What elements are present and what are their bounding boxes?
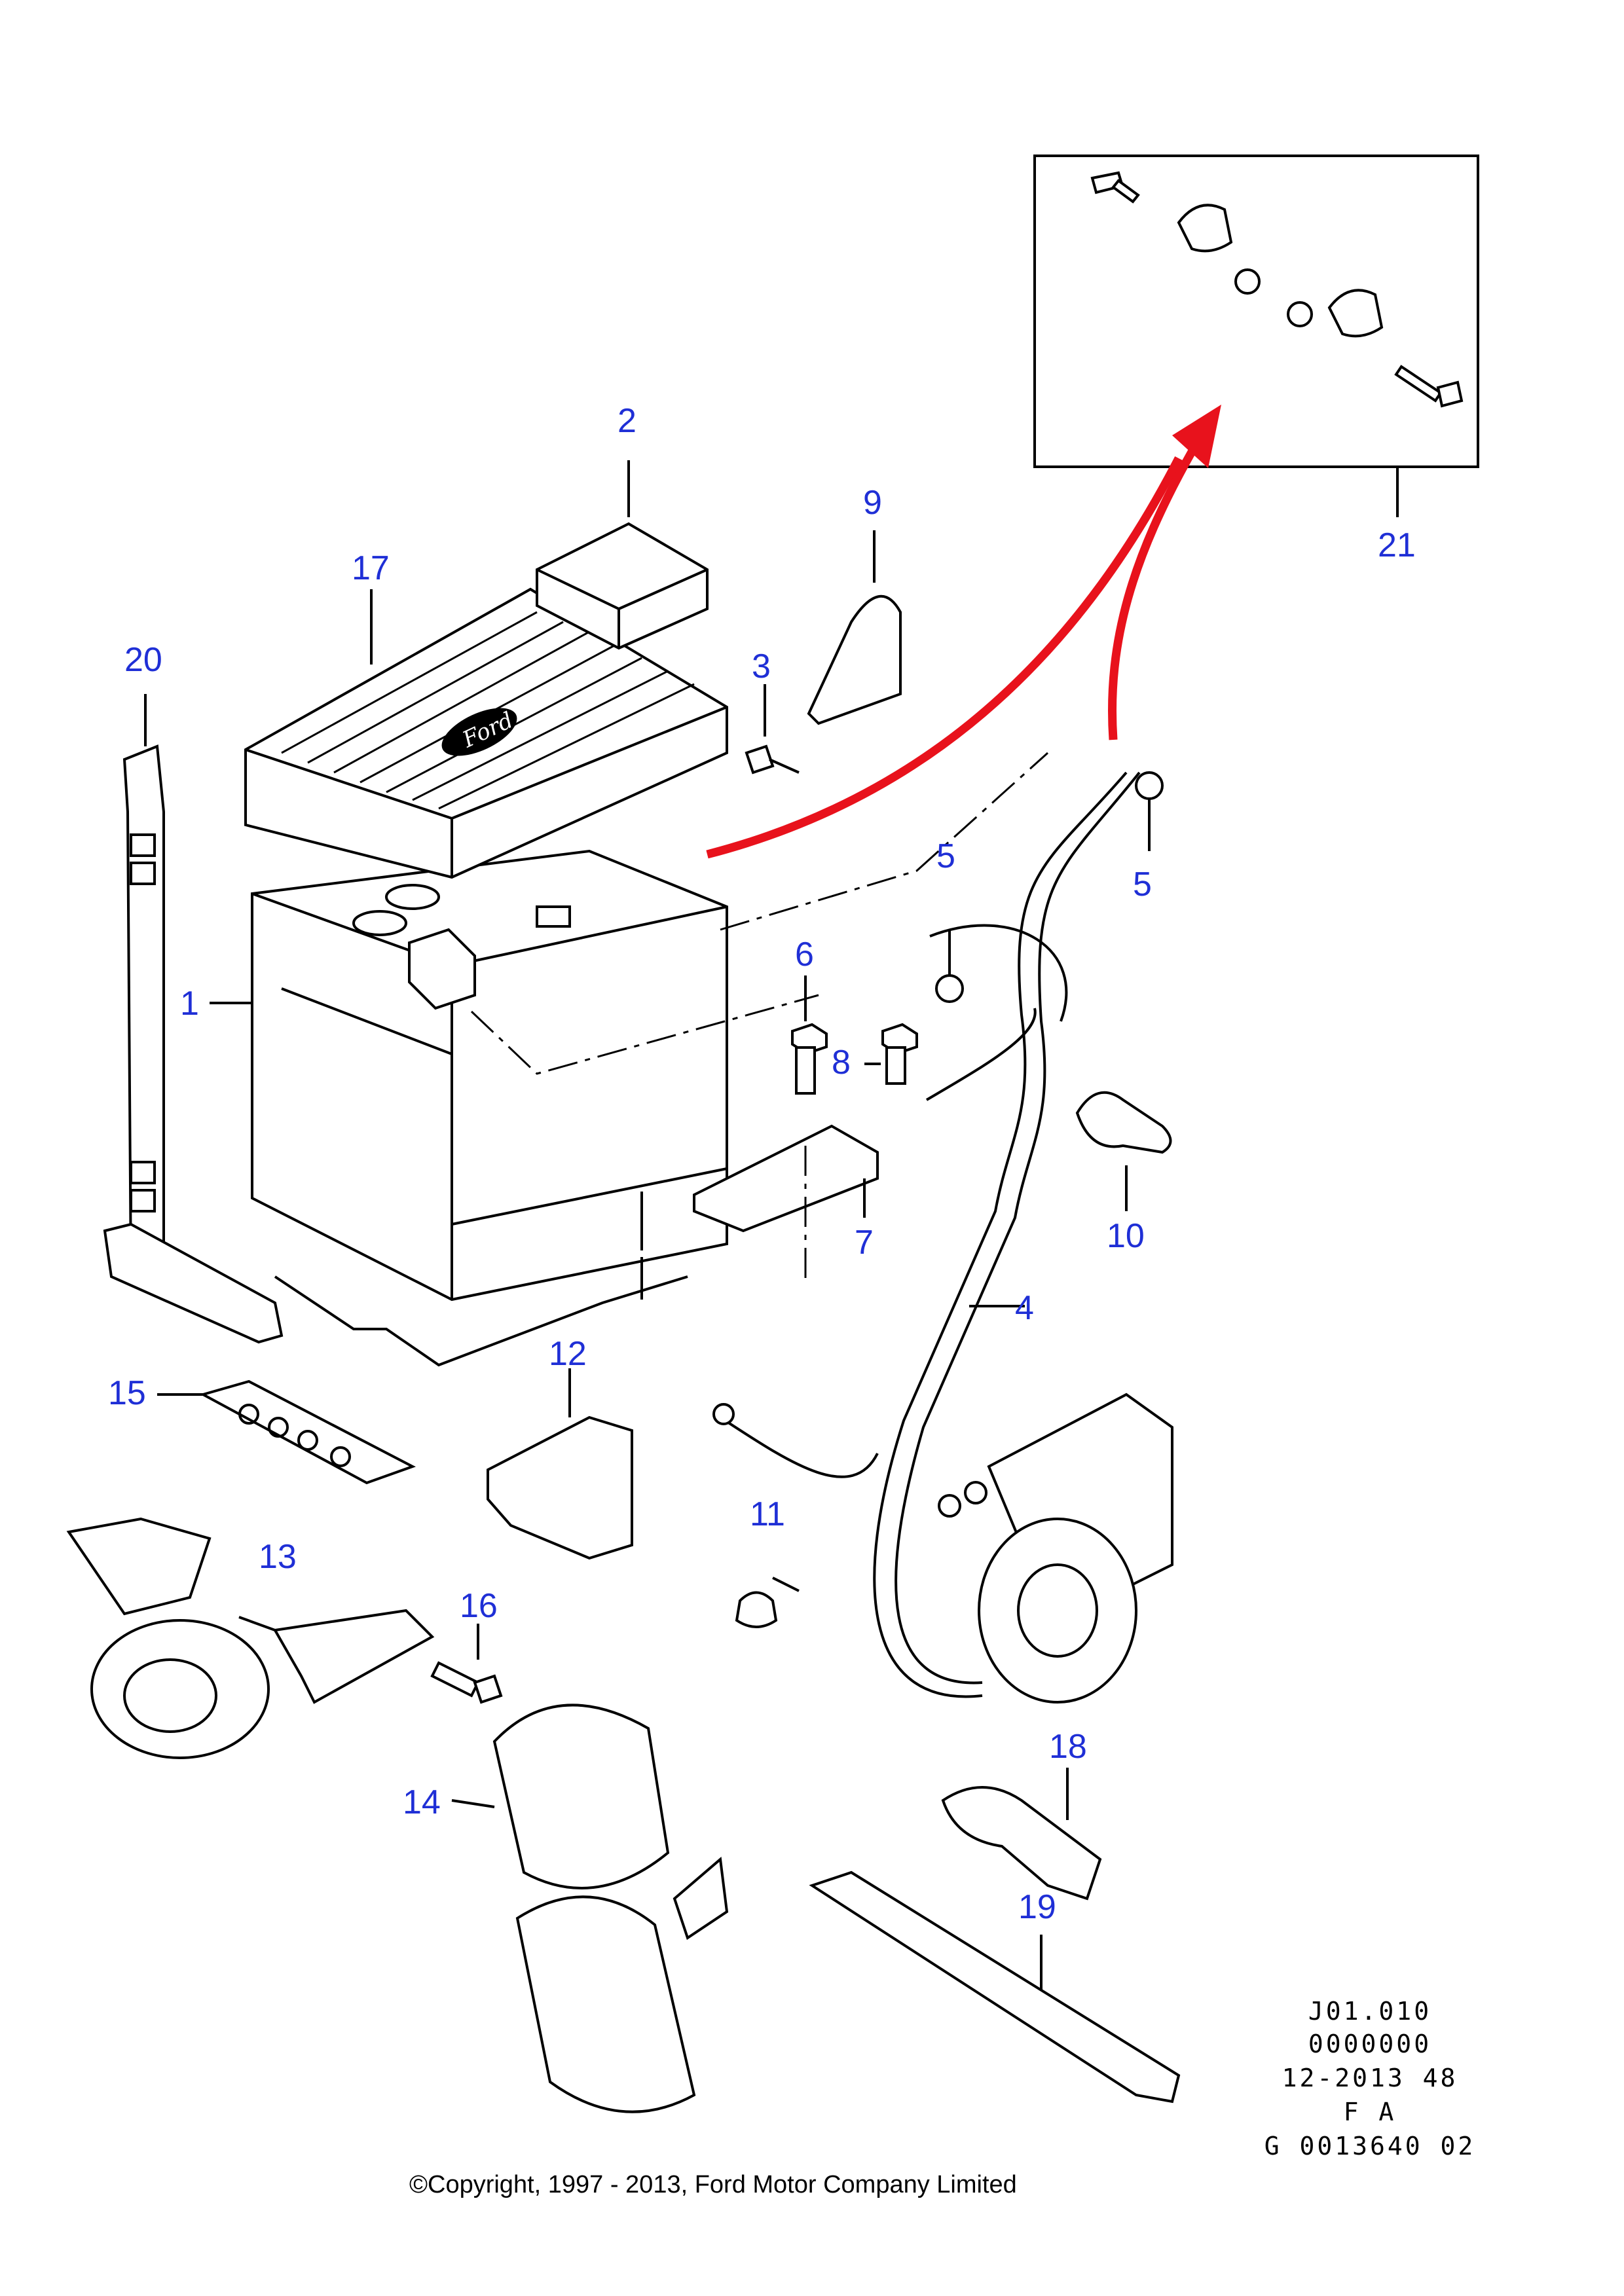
reference-illustration-id: G 0013640 02	[1264, 2132, 1476, 2160]
starter-motor-part	[938, 1393, 1173, 1704]
clip-18-part	[941, 1768, 1102, 1901]
bolt-3-part	[745, 684, 800, 774]
battery-cover-part: Ford	[244, 587, 728, 879]
callout-18: 18	[1049, 1728, 1087, 1766]
callout-1: 1	[180, 985, 199, 1023]
terminal-clamp-part	[536, 460, 709, 650]
detail-arrow	[706, 405, 1221, 859]
callout-5b: 5	[1133, 866, 1152, 903]
callout-13: 13	[259, 1538, 297, 1576]
bracket-12-part	[487, 1368, 633, 1560]
callout-14: 14	[403, 1783, 441, 1821]
callout-7: 7	[855, 1224, 874, 1262]
hold-down-strap-20-part	[103, 694, 284, 1344]
callout-2: 2	[618, 402, 637, 440]
callout-19: 19	[1018, 1888, 1056, 1926]
horn-14-part	[451, 1704, 729, 2113]
battery-part	[251, 752, 1049, 1302]
callout-6: 6	[795, 936, 814, 974]
callout-17: 17	[352, 549, 390, 587]
callout-5a: 5	[936, 837, 955, 875]
callout-20: 20	[124, 641, 162, 679]
rail-19-part	[809, 1870, 1181, 2104]
horn-13-part	[66, 1517, 435, 1759]
callout-16: 16	[460, 1587, 498, 1625]
grommet-11-part	[735, 1576, 800, 1628]
callout-labels: 1 2 3 4 5 5 6 7 8 9 10 11 12 13 14 15 16…	[108, 402, 1416, 1926]
clip-10-part	[1075, 1091, 1172, 1211]
inset-detail-box	[1033, 155, 1479, 517]
clamp-bolt-part	[1090, 171, 1464, 408]
callout-21: 21	[1378, 526, 1416, 564]
copyright-notice: ©Copyright, 1997 - 2013, Ford Motor Comp…	[409, 2171, 1017, 2198]
battery-tray-part	[274, 1192, 688, 1367]
callout-3: 3	[752, 647, 771, 685]
bolt-8-part	[864, 1023, 918, 1085]
reference-date: 12-2013 48	[1282, 2064, 1458, 2092]
leader-lines	[210, 589, 1025, 1307]
nut-5-part	[935, 771, 1164, 1003]
bolt-16-part	[430, 1624, 503, 1704]
reference-code: J01.010	[1308, 1997, 1432, 2026]
callout-15: 15	[108, 1374, 146, 1412]
callout-4: 4	[1015, 1289, 1034, 1327]
terminal-cap-part	[807, 530, 902, 725]
bracket-7-part	[693, 1124, 879, 1283]
callout-12: 12	[549, 1335, 587, 1373]
reference-market: F A	[1343, 2098, 1397, 2126]
reference-number: 0000000	[1308, 2030, 1432, 2058]
callout-9: 9	[863, 484, 882, 522]
callout-11: 11	[750, 1495, 785, 1533]
nut-plate-15-part	[157, 1379, 416, 1485]
callout-8: 8	[832, 1044, 851, 1082]
bolt-6-part	[791, 975, 828, 1095]
callout-10: 10	[1107, 1217, 1145, 1255]
